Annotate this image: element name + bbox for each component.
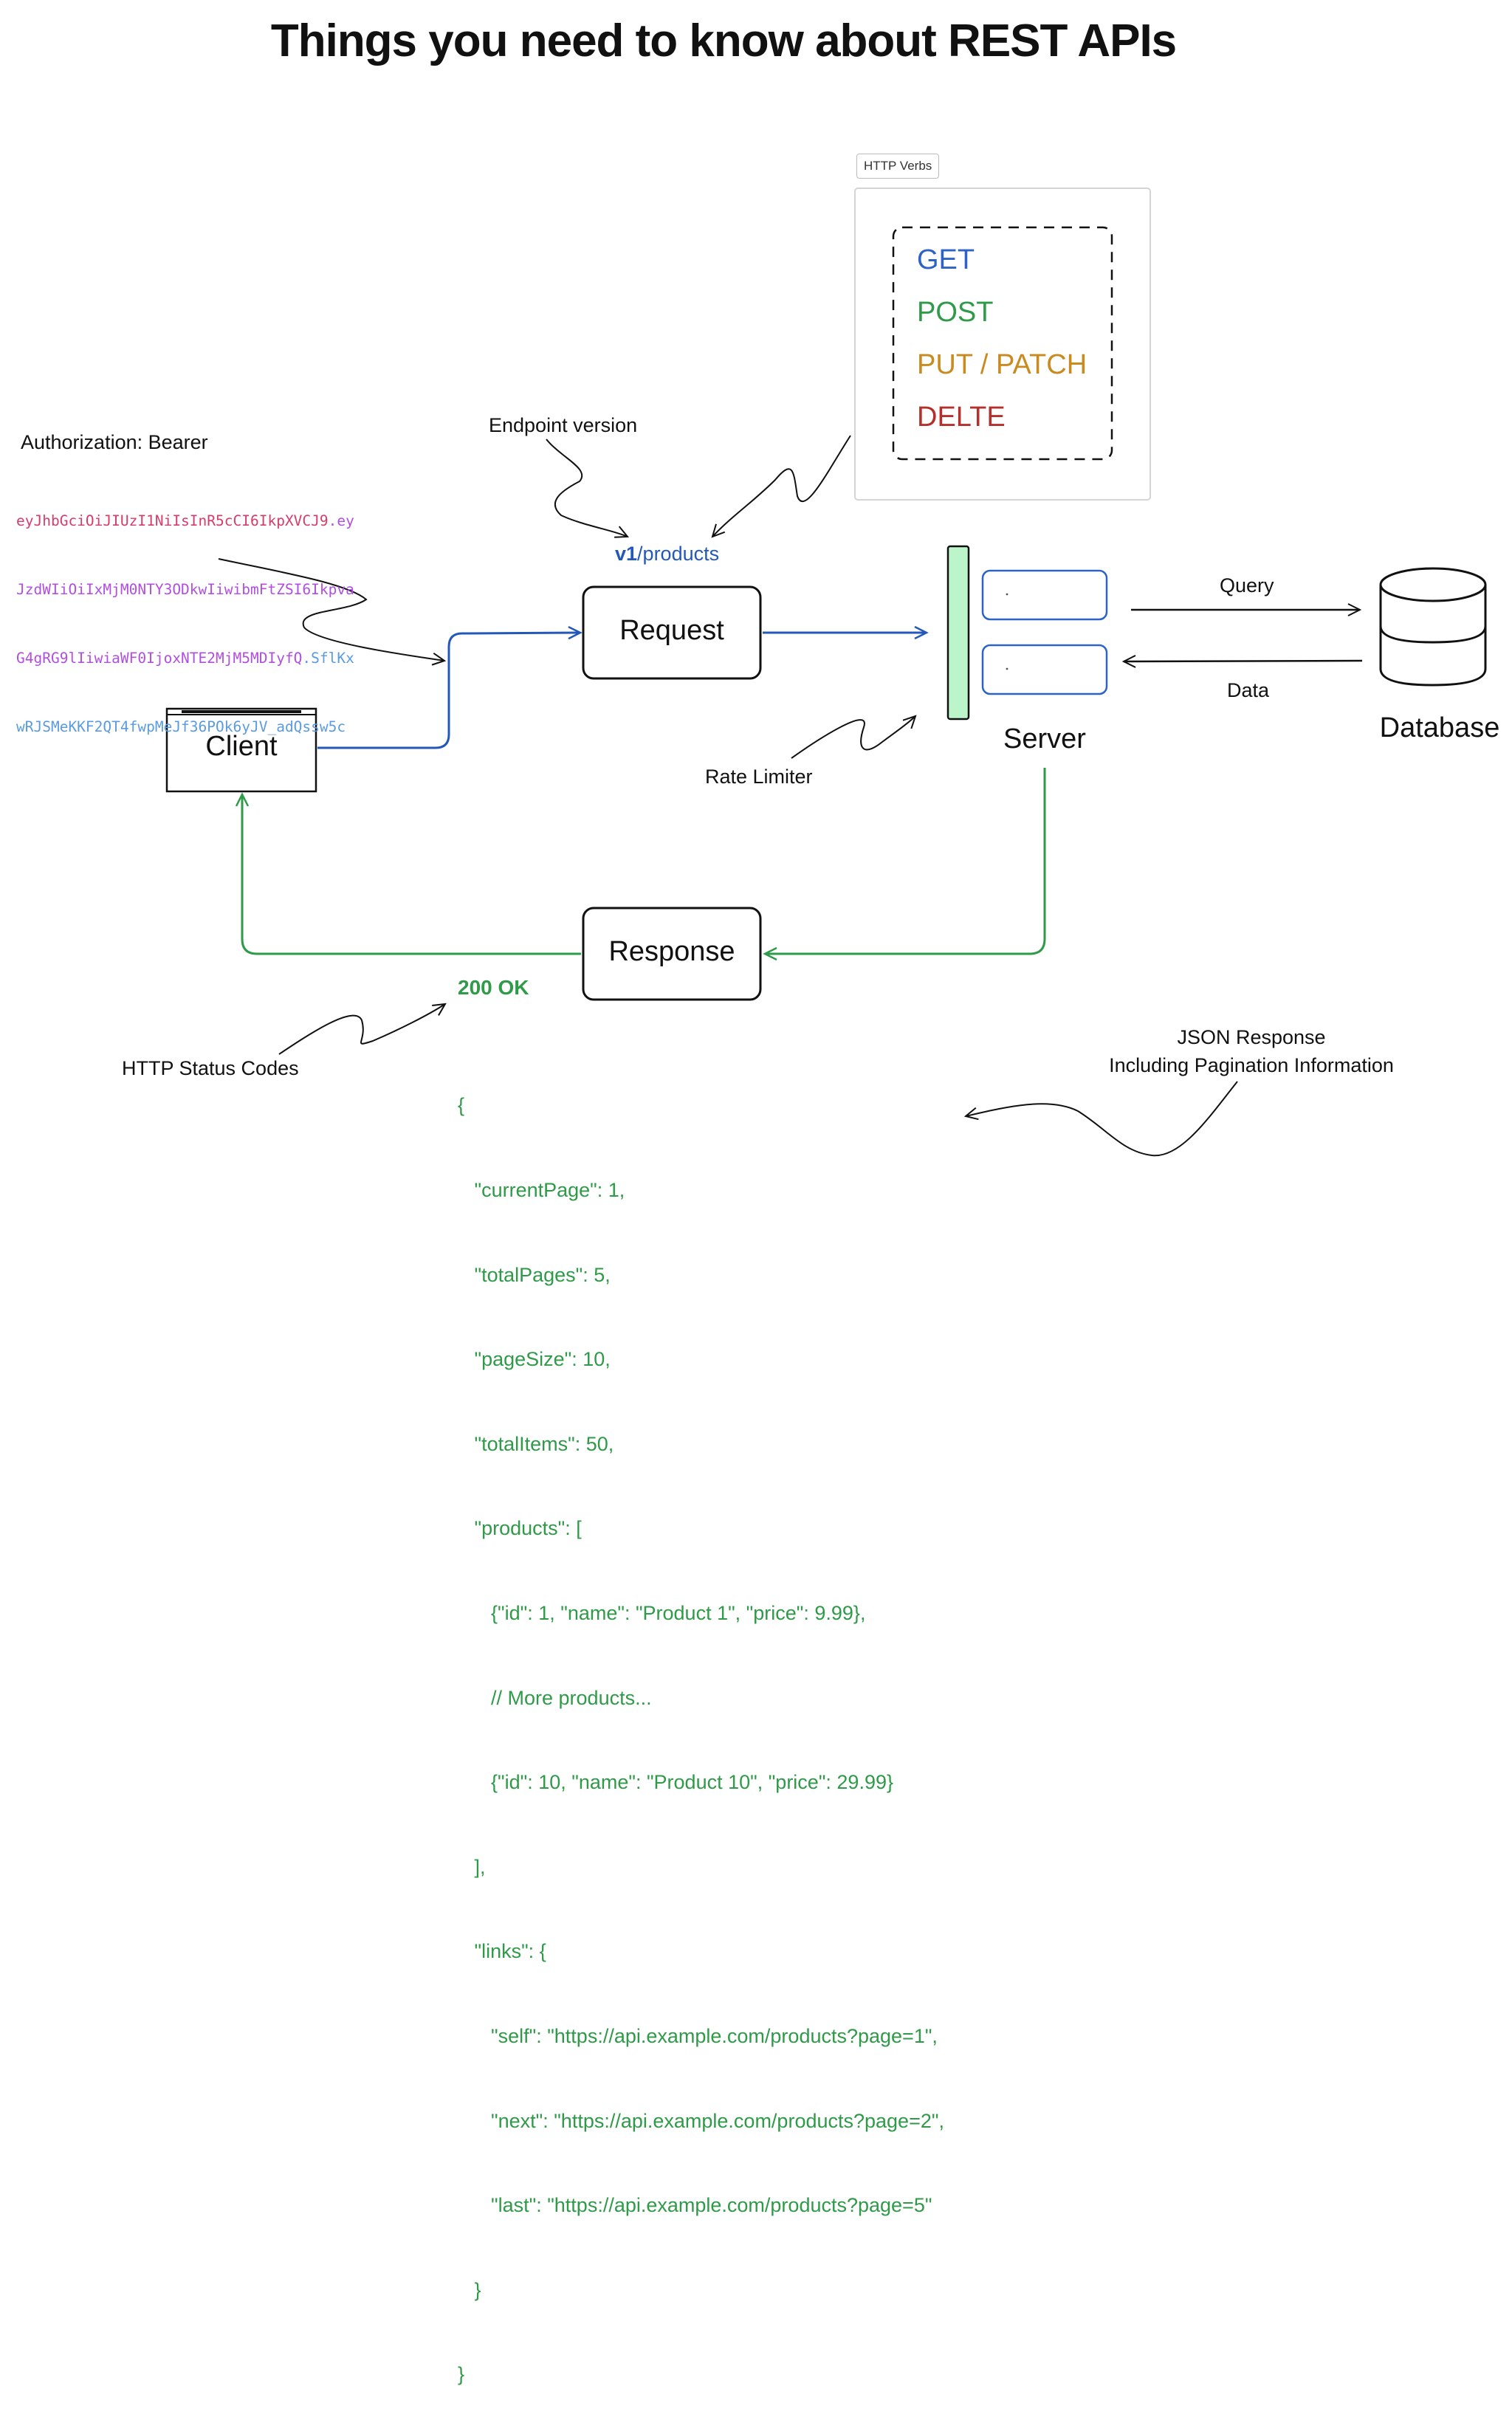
query-label: Query	[1220, 574, 1274, 596]
bearer-token: eyJhbGciOiJIUzI1NiIsInR5cCI6IkpXVCJ9.ey …	[16, 464, 354, 761]
auth-squiggle-arrow	[218, 558, 447, 666]
json-line: {"id": 1, "name": "Product 1", "price": …	[458, 1601, 866, 1624]
server-label: Server	[1003, 723, 1086, 754]
token-line: wRJSMeKKF2QT4fwpMeJf36POk6yJV_adQssw5c	[16, 715, 354, 738]
json-response-label-line: JSON Response	[1177, 1026, 1326, 1048]
rate-limiter-squiggle-arrow	[791, 715, 917, 759]
token-segment: G4gRG9lIiwiaWF0IjoxNTE2MjM5MDIyfQ	[16, 650, 303, 667]
json-line: ],	[458, 1855, 486, 1878]
json-line: "totalItems": 50,	[458, 1432, 614, 1455]
json-line: "links": {	[458, 1940, 546, 1963]
http-verbs-panel	[854, 188, 1151, 501]
json-line: "pageSize": 10,	[458, 1348, 611, 1371]
json-line: "self": "https://api.example.com/product…	[458, 2024, 938, 2047]
diagram-canvas	[165, 188, 1487, 1157]
token-segment: wRJSMeKKF2QT4fwpMeJf36POk6yJV_adQssw5c	[16, 718, 346, 735]
endpoint-version-label: Endpoint version	[489, 414, 638, 436]
token-line: JzdWIiOiIxMjM0NTY3ODkwIiwibmFtZSI6Ikpva	[16, 578, 354, 601]
json-response-squiggle-arrow	[963, 1081, 1238, 1157]
json-response-body: { "currentPage": 1, "totalPages": 5, "pa…	[458, 1035, 944, 2417]
server-slot-bottom	[981, 644, 1108, 695]
verb-delete: DELTE	[917, 402, 1006, 433]
endpoint-squiggle-arrow	[546, 439, 630, 538]
json-line: {"id": 10, "name": "Product 10", "price"…	[458, 1771, 893, 1794]
http-verbs-tag: HTTP Verbs	[856, 154, 940, 179]
response-box	[582, 907, 762, 1001]
json-line: }	[458, 2278, 481, 2301]
token-line: eyJhbGciOiJIUzI1NiIsInR5cCI6IkpXVCJ9.ey	[16, 509, 354, 532]
server-slot-top	[981, 569, 1108, 621]
token-segment: JzdWIiOiIxMjM0NTY3ODkwIiwibmFtZSI6Ikpva	[16, 581, 354, 598]
request-box	[582, 585, 762, 680]
request-label: Request	[619, 615, 724, 646]
token-segment: .ey	[328, 512, 354, 529]
json-response-label-line: Including Pagination Information	[1109, 1054, 1394, 1076]
token-segment: .SflKx	[302, 650, 354, 667]
http-verbs-list: GET POST PUT / PATCH DELTE	[917, 238, 1087, 447]
endpoint-version-part: v1	[615, 543, 638, 565]
token-line: G4gRG9lIiwiaWF0IjoxNTE2MjM5MDIyfQ.SflKx	[16, 647, 354, 670]
client-box	[165, 707, 317, 793]
json-line: {	[458, 1094, 465, 1117]
verb-get: GET	[917, 244, 975, 275]
json-line: "last": "https://api.example.com/product…	[458, 2194, 932, 2217]
json-line: "next": "https://api.example.com/product…	[458, 2109, 944, 2132]
database-label: Database	[1379, 712, 1500, 743]
verb-put-patch: PUT / PATCH	[917, 349, 1087, 380]
diagram-title: Things you need to know about REST APIs	[270, 16, 1177, 66]
verbs-squiggle-arrow	[711, 435, 851, 538]
json-line: "currentPage": 1,	[458, 1179, 625, 1201]
endpoint-path: v1/products	[615, 543, 719, 565]
status-code-value: 200 OK	[458, 976, 529, 999]
authorization-label: Authorization: Bearer	[21, 431, 208, 453]
server-to-response-arrow	[763, 768, 1046, 961]
response-label: Response	[608, 936, 735, 967]
json-response-label: JSON Response Including Pagination Infor…	[1078, 1023, 1425, 1079]
rate-limiter-label: Rate Limiter	[705, 766, 813, 788]
data-label: Data	[1227, 679, 1270, 701]
endpoint-resource-part: /products	[637, 543, 720, 565]
status-code-squiggle-arrow	[278, 1003, 447, 1055]
response-to-client-arrow	[235, 792, 581, 955]
json-line: "totalPages": 5,	[458, 1263, 611, 1286]
client-to-request-arrow	[317, 625, 583, 749]
token-segment: eyJhbGciOiJIUzI1NiIsInR5cCI6IkpXVCJ9	[16, 512, 329, 529]
client-label: Client	[205, 731, 278, 762]
database-cylinder	[1379, 567, 1487, 687]
json-line: }	[458, 2363, 465, 2386]
json-line: // More products...	[458, 1686, 652, 1709]
verb-post: POST	[917, 297, 994, 328]
http-verbs-dashed-frame	[892, 226, 1113, 461]
http-status-codes-label: HTTP Status Codes	[122, 1057, 299, 1079]
json-line: "products": [	[458, 1517, 582, 1540]
rate-limiter-bar	[946, 545, 970, 721]
